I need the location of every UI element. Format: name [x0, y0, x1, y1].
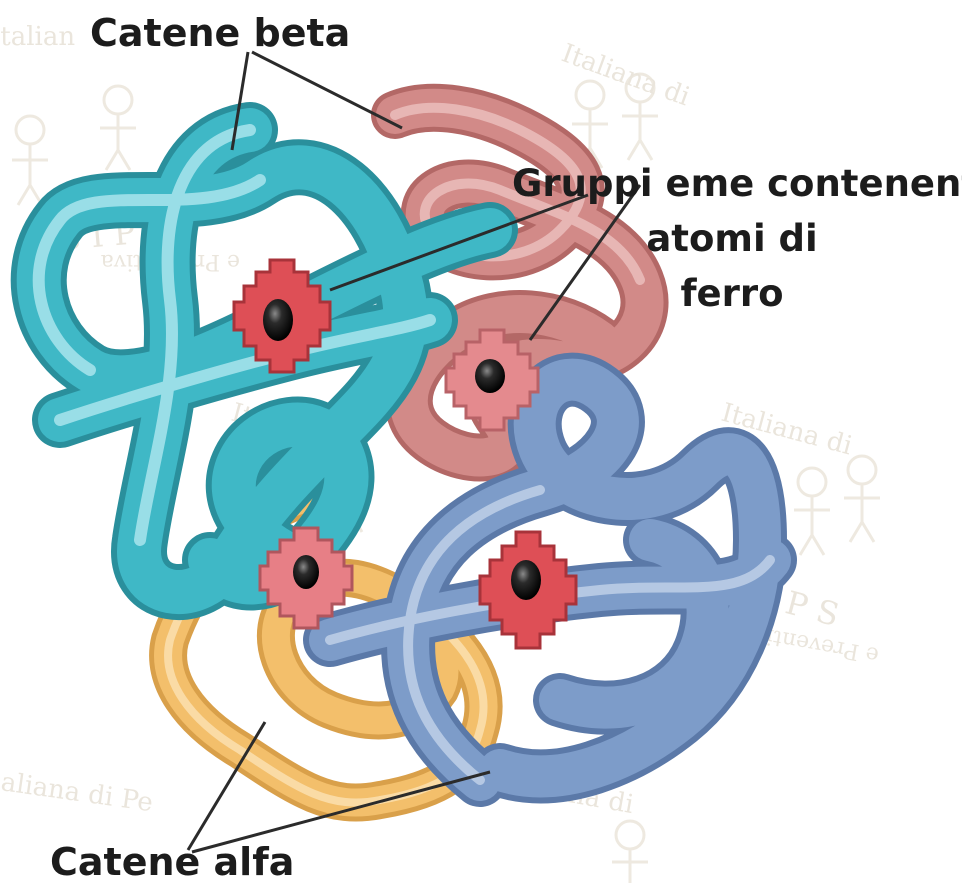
label-gruppi-eme-line1: Gruppi eme contenenti: [512, 156, 952, 211]
label-gruppi-eme-line3: ferro: [512, 266, 952, 321]
watermark-figure: [622, 102, 658, 160]
watermark-logo-bottom: [612, 821, 648, 883]
label-catene-alfa: Catene alfa: [50, 843, 294, 881]
watermark-figure: [100, 114, 136, 170]
label-gruppi-eme: Gruppi eme contenenti atomi di ferro: [512, 156, 952, 321]
watermark-figure: [848, 456, 876, 484]
watermark-figure: [794, 496, 830, 555]
watermark-logo-right: [794, 456, 880, 555]
label-catene-beta: Catene beta: [90, 14, 350, 52]
watermark-figure: [798, 468, 826, 496]
watermark-figure: [12, 144, 48, 205]
watermark-text: Italian: [0, 22, 75, 52]
watermark-text: aliana di Pe: [0, 767, 155, 818]
iron-atom: [475, 359, 505, 393]
watermark-figure: [612, 849, 648, 883]
iron-atom: [511, 560, 541, 600]
iron-atom: [293, 555, 319, 589]
watermark-figure: [616, 821, 644, 849]
label-gruppi-eme-line2: atomi di: [512, 211, 952, 266]
watermark-figure: [104, 86, 132, 114]
watermark-figure: [16, 116, 44, 144]
iron-atom: [263, 299, 293, 341]
watermark-figure: [576, 81, 604, 109]
watermark-figure: [844, 484, 880, 542]
